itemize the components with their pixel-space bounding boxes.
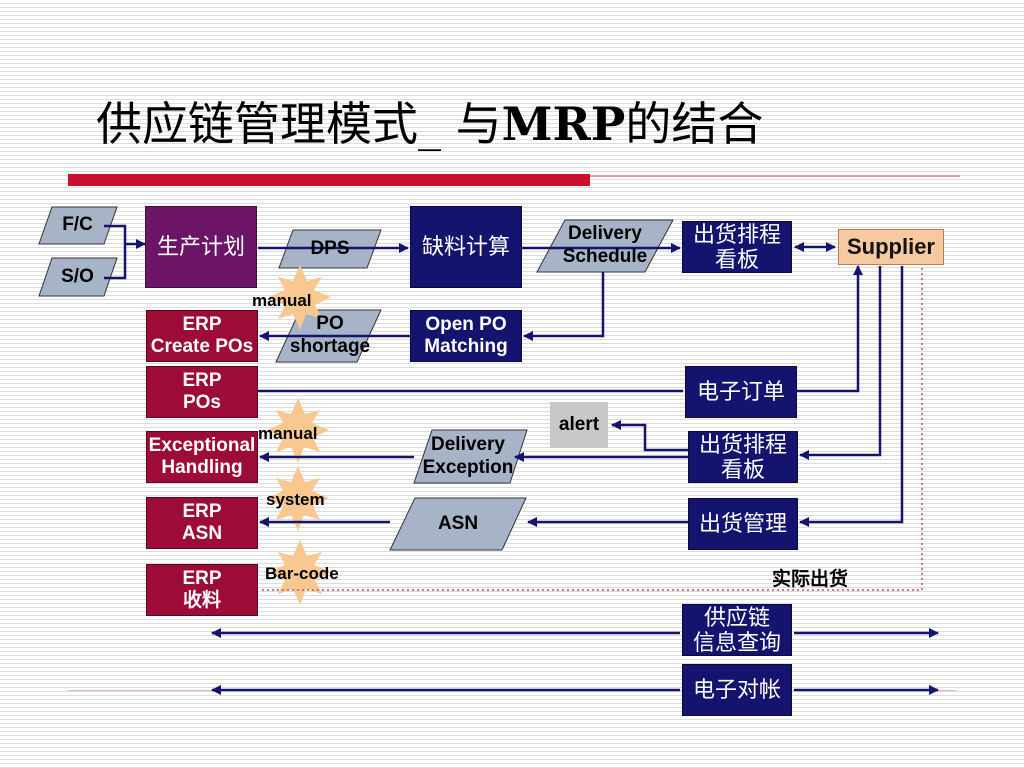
barcode-label: Bar-code (265, 564, 339, 583)
exceptional-handling-box: Exceptional Handling (146, 431, 258, 483)
title-underline-bar (68, 174, 590, 186)
delivery-schedule-shape (536, 219, 674, 273)
so-shape (38, 257, 118, 297)
erp-create-pos-box: ERP Create POs (146, 310, 258, 362)
actual-shipment-label: 实际出货 (772, 569, 849, 590)
page-title: 供应链管理模式_ 与MRP的结合 (96, 88, 763, 154)
shipping-board-mid-box: 出货排程 看板 (688, 431, 798, 483)
manual-starburst-1 (269, 265, 331, 330)
title-underline-thin (590, 175, 960, 177)
title-prefix: 供应链管理模式 (96, 97, 418, 151)
fc-label: F/C (62, 214, 93, 236)
shortage-calc-box: 缺料计算 (410, 206, 522, 288)
erp-pos-box: ERP POs (146, 366, 258, 418)
sc-info-query-box: 供应链 信息查询 (682, 604, 792, 656)
shipping-board-top-box: 出货排程 看板 (682, 221, 792, 273)
title-underscore: _ (418, 97, 441, 151)
arrow-supplier-to-shipmgmt (799, 266, 904, 527)
dps-label: DPS (310, 237, 350, 259)
arrow-board-mid-to-alert (611, 420, 688, 452)
arrow-schedule-to-openpo (523, 272, 605, 341)
dotted-actual-shipment-link (260, 268, 923, 591)
supplier-box: Supplier (838, 229, 944, 265)
arrow-eorder-to-supplier (797, 265, 863, 393)
delivery-schedule-label: Delivery Schedule (562, 223, 648, 267)
barcode-starburst (269, 540, 331, 605)
manual-starburst-2 (267, 398, 329, 463)
open-po-matching-box: Open PO Matching (410, 310, 522, 362)
title-suffix: 的结合 (625, 97, 764, 151)
production-plan-box: 生产计划 (145, 206, 257, 288)
e-order-box: 电子订单 (685, 366, 797, 418)
connector-fc-so-to-plan (104, 224, 145, 280)
system-starburst (267, 466, 329, 531)
asn-label: ASN (437, 512, 479, 534)
erp-receiving-box: ERP 收料 (146, 564, 258, 616)
title-mrp: MRP (501, 97, 626, 151)
system-label: system (266, 490, 325, 509)
manual-label-2: manual (258, 424, 318, 443)
delivery-exception-label: Delivery Exception (422, 433, 514, 478)
delivery-exception-shape (413, 429, 528, 484)
po-shortage-label: PO shortage (289, 313, 371, 357)
e-reconciliation-box: 电子对帐 (682, 664, 792, 716)
manual-label-1: manual (252, 291, 312, 310)
so-label: S/O (61, 265, 94, 287)
erp-asn-box: ERP ASN (146, 497, 258, 549)
alert-box: alert (550, 402, 608, 448)
title-mid: 与 (441, 97, 502, 151)
arrow-supplier-to-board-mid (799, 266, 882, 460)
fc-shape (38, 206, 118, 245)
asn-shape (389, 497, 527, 551)
shipping-mgmt-box: 出货管理 (688, 498, 798, 550)
